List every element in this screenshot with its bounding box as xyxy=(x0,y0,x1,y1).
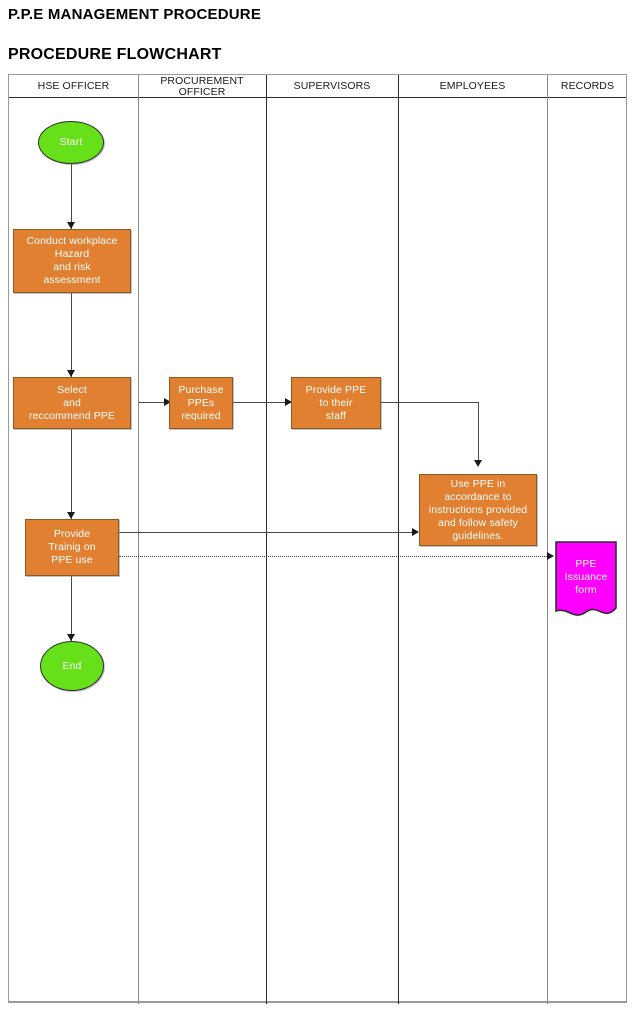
flow-node-provide-ppe-staff-label: Provide PPE to their staff xyxy=(305,383,367,422)
connector-training-to-useppe xyxy=(119,532,416,533)
lane-header-employees: EMPLOYEES xyxy=(439,80,506,92)
lane-header-hse-officer: HSE OFFICER xyxy=(37,80,110,92)
lane-divider-3 xyxy=(398,75,399,1004)
section-title: PROCEDURE FLOWCHART xyxy=(8,46,222,63)
arrowhead-providestaff-to-useppe xyxy=(474,460,482,467)
document-shape-icon xyxy=(555,541,617,616)
lane-divider-2 xyxy=(266,75,267,1004)
arrowhead-purchase-to-provide xyxy=(285,398,292,406)
flow-node-provide-training[interactable]: Provide Trainig on PPE use xyxy=(25,519,119,576)
arrowhead-start-to-hazard xyxy=(67,222,75,229)
arrowhead-hazard-to-select xyxy=(67,370,75,377)
flow-node-purchase-ppes-label: Purchase PPEs required xyxy=(178,383,224,422)
connector-providestaff-to-useppe-h xyxy=(381,402,478,403)
flow-node-start-label: Start xyxy=(59,136,83,148)
lane-header-supervisors: SUPERVISORS xyxy=(293,80,371,92)
swimlane-flowchart-table: HSE OFFICER PROCUREMENT OFFICER SUPERVIS… xyxy=(8,74,627,1004)
flow-node-select-recommend-ppe-label: Select and reccommend PPE xyxy=(28,383,115,422)
flow-node-use-ppe-label: Use PPE in accordance to instructions pr… xyxy=(428,477,528,542)
connector-select-to-training xyxy=(71,429,72,519)
flow-node-purchase-ppes[interactable]: Purchase PPEs required xyxy=(169,377,233,429)
connector-providestaff-to-useppe-v xyxy=(478,402,479,465)
lane-header-procurement-officer: PROCUREMENT OFFICER xyxy=(160,74,244,98)
flow-node-provide-training-label: Provide Trainig on PPE use xyxy=(48,528,96,566)
arrowhead-training-to-end xyxy=(67,634,75,641)
flow-node-ppe-issuance-form-label: PPE Issuance form xyxy=(564,557,608,596)
flow-node-start[interactable]: Start xyxy=(38,121,104,164)
arrowhead-select-to-training xyxy=(67,512,75,519)
flow-node-conduct-hazard-assessment[interactable]: Conduct workplace Hazard and risk assess… xyxy=(13,229,131,293)
lane-divider-4 xyxy=(547,75,548,1004)
flow-node-end-label: End xyxy=(62,659,82,672)
connector-training-to-issuanceform xyxy=(119,556,551,557)
flow-node-conduct-hazard-assessment-label: Conduct workplace Hazard and risk assess… xyxy=(26,235,118,286)
lane-header-records: RECORDS xyxy=(560,80,615,92)
connector-purchase-to-provide xyxy=(233,402,292,403)
flow-node-end[interactable]: End xyxy=(40,641,104,691)
lane-divider-1 xyxy=(138,75,139,1004)
connector-training-to-end xyxy=(71,576,72,641)
connector-start-to-hazard xyxy=(71,164,72,229)
swimlane-header-row: HSE OFFICER PROCUREMENT OFFICER SUPERVIS… xyxy=(9,75,626,98)
connector-hazard-to-select xyxy=(71,293,72,377)
arrowhead-training-to-issuanceform xyxy=(547,552,554,560)
connector-select-to-purchase xyxy=(139,402,171,403)
flow-node-ppe-issuance-form[interactable]: PPE Issuance form xyxy=(555,541,617,623)
flow-node-select-recommend-ppe[interactable]: Select and reccommend PPE xyxy=(13,377,131,429)
arrowhead-select-to-purchase xyxy=(164,398,171,406)
flow-node-provide-ppe-staff[interactable]: Provide PPE to their staff xyxy=(291,377,381,429)
arrowhead-training-to-useppe xyxy=(412,528,419,536)
flow-node-use-ppe[interactable]: Use PPE in accordance to instructions pr… xyxy=(419,474,537,546)
page-title: P.P.E MANAGEMENT PROCEDURE xyxy=(8,6,262,23)
